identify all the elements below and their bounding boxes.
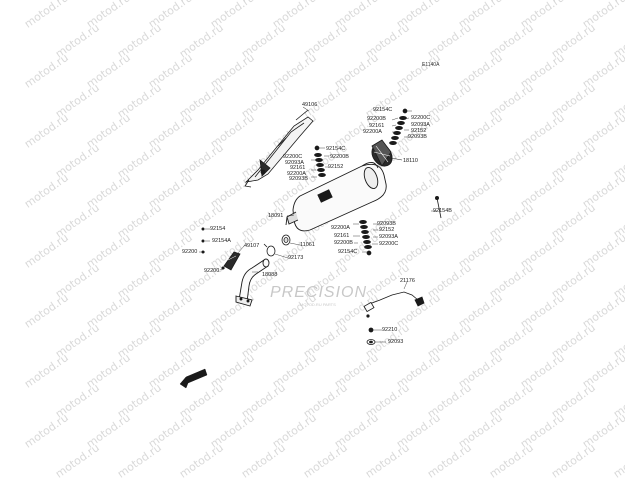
part-label-49107: 49107 — [244, 243, 260, 249]
part-label-92093a-top: 92093A — [411, 122, 430, 128]
part-label-92152-top: 92152 — [411, 128, 427, 134]
part-label-92210: 92210 — [382, 327, 398, 333]
part-label-92154c-low: 92154C — [338, 249, 358, 255]
svg-text:K: K — [320, 196, 325, 202]
heat-shield-49107 — [223, 251, 241, 271]
muffler-18091: K — [285, 162, 387, 232]
bolt-92154b — [434, 195, 442, 219]
part-label-18110: 18110 — [403, 158, 418, 164]
part-label-92200c-top: 92200C — [411, 115, 431, 121]
exhaust-pipe-18088 — [235, 258, 270, 307]
part-label-92154b: 92154B — [433, 208, 452, 214]
part-label-92200b-low: 92200B — [334, 240, 353, 246]
part-label-92093a-mid: 92093A — [285, 160, 304, 166]
bolt-stack-low — [359, 220, 372, 256]
part-label-92152-low: 92152 — [379, 227, 395, 233]
large-watermark: PRECISION — [270, 284, 367, 301]
front-arrow-icon — [179, 368, 208, 389]
sensor-21176 — [363, 291, 425, 318]
part-label-92154: 92154 — [210, 226, 226, 232]
gasket-11061 — [281, 234, 291, 246]
clamp-92173 — [263, 243, 276, 257]
part-label-92093b-mid: 92093B — [289, 176, 308, 182]
part-label-92200-1: 92200 — [182, 249, 198, 255]
part-label-92093a-low: 92093A — [379, 234, 398, 240]
part-label-92173: 92173 — [288, 255, 304, 261]
part-label-92093: 92093 — [388, 339, 404, 345]
part-label-92152-mid: 92152 — [328, 164, 344, 170]
part-label-11061: 11061 — [300, 242, 315, 248]
figure-code: E1140A — [422, 62, 440, 68]
part-label-49106: 49106 — [302, 102, 318, 108]
part-label-92200c-mid: 92200C — [283, 154, 303, 160]
part-label-92154a: 92154A — [212, 238, 231, 244]
part-label-92093b-top: 92093B — [408, 134, 427, 140]
part-label-92161-mid: 92161 — [290, 165, 306, 171]
leader-lines — [199, 110, 437, 343]
part-label-21176: 21176 — [400, 278, 415, 284]
part-label-92161-low: 92161 — [334, 233, 350, 239]
part-label-92154c-top: 92154C — [373, 107, 393, 113]
part-label-92200a-mid: 92200A — [287, 171, 306, 177]
washers-lower-right — [366, 327, 376, 345]
part-label-18088: 18088 — [262, 272, 278, 278]
bolt-stack-top — [389, 108, 408, 145]
part-label-92200a-low: 92200A — [331, 225, 350, 231]
part-label-92200-2: 92200 — [204, 268, 220, 274]
leader-49106 — [302, 106, 310, 112]
part-label-92200b-mid: 92200B — [330, 154, 349, 160]
large-watermark-sub: MOTOD.RU PARTS — [300, 302, 336, 307]
parts-drawing: PRECISION MOTOD.RU PARTS — [179, 106, 442, 389]
part-label-92200a-top: 92200A — [363, 129, 382, 135]
bolt-stack-mid — [314, 145, 326, 177]
part-label-92200c-low: 92200C — [379, 241, 399, 247]
part-label-92154c-mid: 92154C — [326, 146, 346, 152]
end-cap-18110 — [371, 139, 393, 167]
fasteners-left — [201, 227, 225, 270]
part-label-18091: 18091 — [268, 213, 284, 219]
part-label-92200b-top: 92200B — [367, 116, 386, 122]
heat-shield-49106 — [244, 109, 314, 188]
part-label-92161-top: 92161 — [369, 123, 385, 129]
part-label-92093b-low: 92093B — [377, 221, 396, 227]
